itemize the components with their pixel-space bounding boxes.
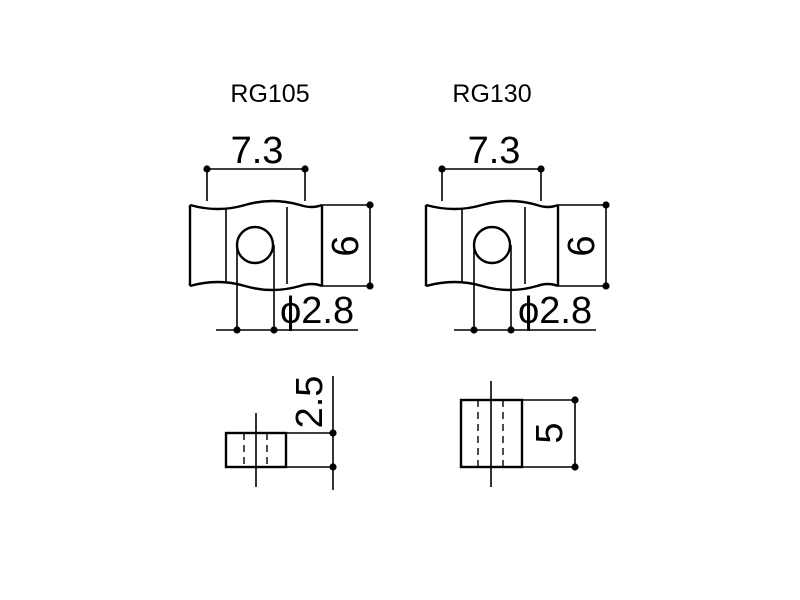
hole-dimension-rg105: ϕ2.8 xyxy=(216,245,358,334)
width-dimension-rg130: 7.3 xyxy=(438,130,545,201)
hole-dim-label-rg130: ϕ2.8 xyxy=(518,290,592,332)
width-dimension-rg105: 7.3 xyxy=(203,130,309,201)
side-view-rg105 xyxy=(224,413,288,487)
part-rg105: RG105 7.3 6 xyxy=(188,80,374,490)
hole-dim-label-rg105: ϕ2.8 xyxy=(280,290,354,332)
height-dimension-rg105: 6 xyxy=(322,201,374,290)
width-dim-label-rg105: 7.3 xyxy=(231,130,284,172)
width-dim-label-rg130: 7.3 xyxy=(468,130,521,172)
front-view-rg105 xyxy=(188,199,324,292)
thickness-dim-label-rg130: 5 xyxy=(529,422,571,443)
thickness-dimension-rg105: 2.5 xyxy=(286,376,337,490)
part-rg130: RG130 7.3 6 xyxy=(424,80,610,487)
thickness-dimension-rg130: 5 xyxy=(522,396,579,471)
hole-dimension-rg130: ϕ2.8 xyxy=(454,245,596,334)
hole-rg105 xyxy=(235,225,275,265)
height-dim-label-rg130: 6 xyxy=(561,235,603,256)
model-label-rg130: RG130 xyxy=(452,80,531,108)
height-dim-label-rg105: 6 xyxy=(325,235,367,256)
front-view-rg130 xyxy=(424,199,560,292)
side-view-rg130 xyxy=(459,381,524,487)
hole-rg130 xyxy=(472,225,512,265)
height-dimension-rg130: 6 xyxy=(558,201,610,290)
model-label-rg105: RG105 xyxy=(230,80,309,108)
thickness-dim-label-rg105: 2.5 xyxy=(289,376,331,429)
